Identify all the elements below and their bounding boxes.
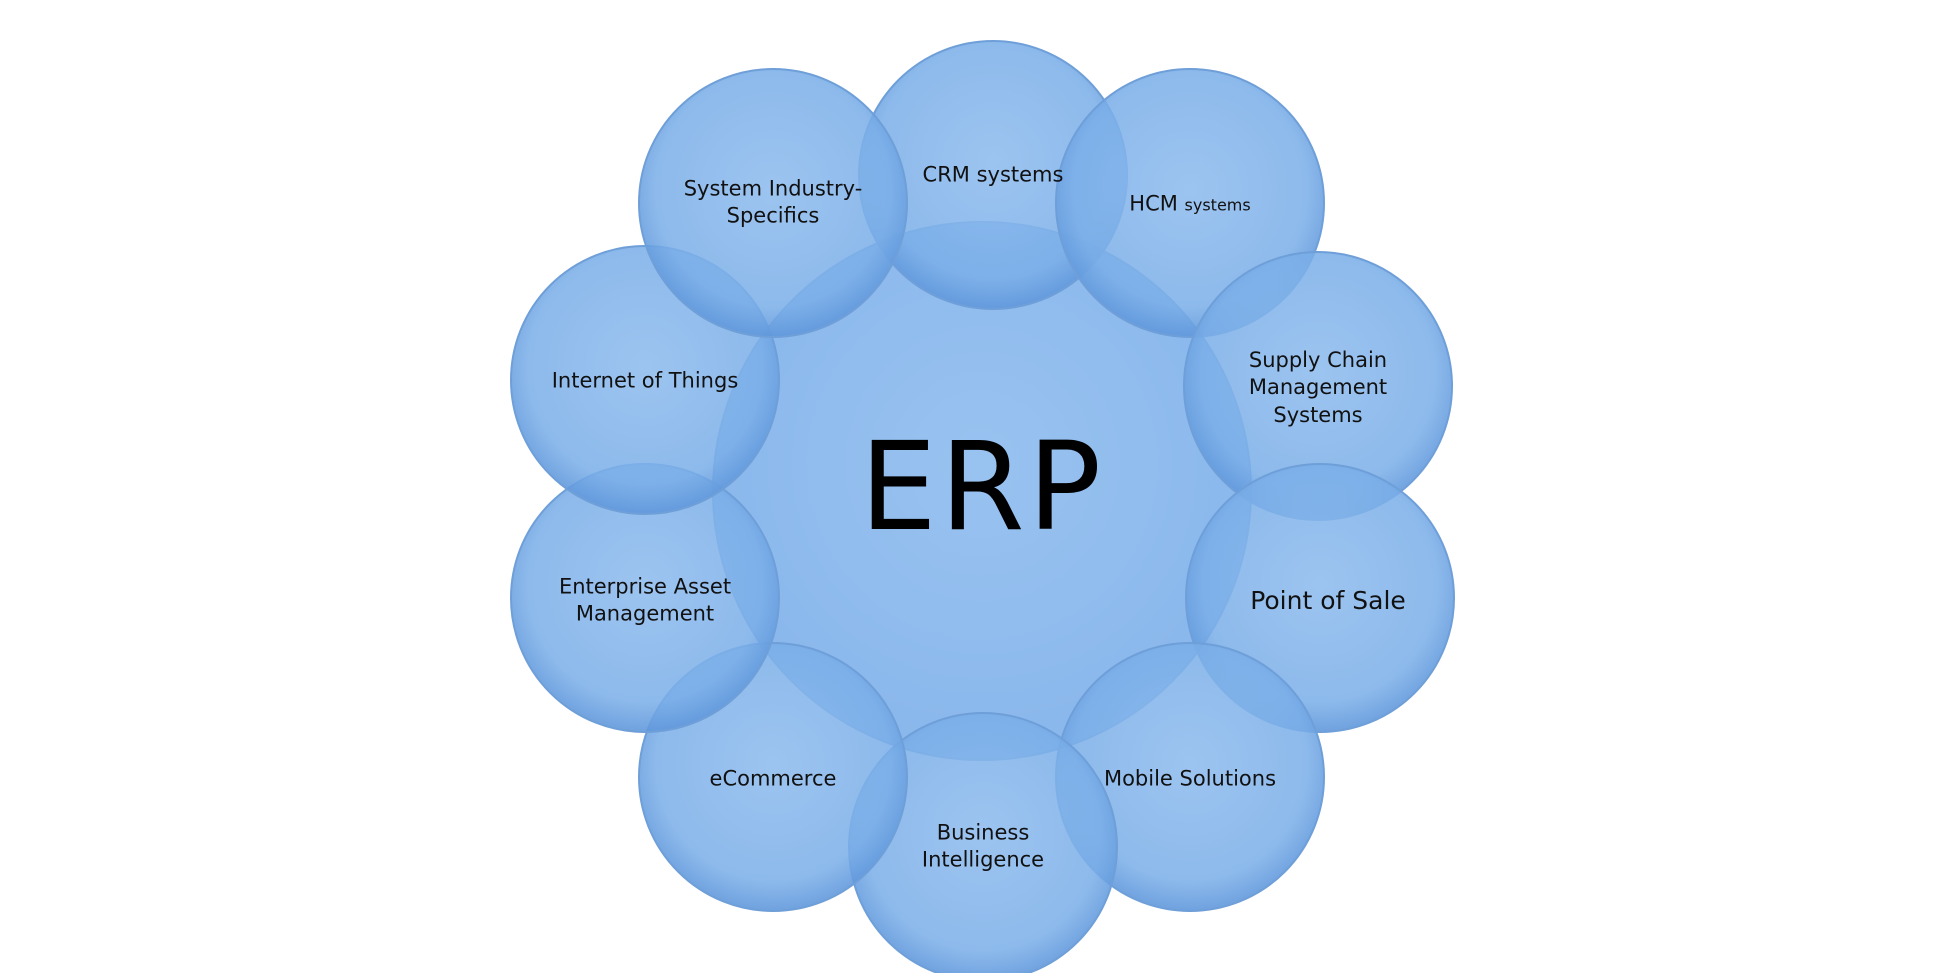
eam-label: Enterprise Asset Management xyxy=(559,574,731,629)
crm-label: CRM systems xyxy=(922,162,1064,187)
industry-label-line: Specifics xyxy=(726,204,820,228)
bi-label-line: Business xyxy=(936,820,1030,845)
scm-label-line: Management xyxy=(1248,375,1388,400)
erp-label: ERP xyxy=(859,416,1105,558)
pos-label: Point of Sale xyxy=(1250,585,1406,615)
industry-circle xyxy=(638,68,908,338)
scm-label-line: Supply Chain xyxy=(1248,348,1388,373)
eam-label-line: Enterprise Asset xyxy=(558,574,732,599)
hcm-label: HCM systems xyxy=(1129,190,1250,217)
hcm-label-suffix: systems xyxy=(1184,195,1251,215)
industry-label-line: System Industry- xyxy=(683,176,863,201)
ecommerce-label: eCommerce xyxy=(709,766,837,791)
eam-label-line: Management xyxy=(575,602,715,626)
mobile-label: Mobile Solutions xyxy=(1103,766,1277,791)
industry-label: System Industry- Specifics xyxy=(684,176,863,231)
scm-label: Supply Chain Management Systems xyxy=(1249,347,1387,429)
bi-label: Business Intelligence xyxy=(922,820,1044,875)
bi-label-line: Intelligence xyxy=(921,848,1045,872)
iot-label: Internet of Things xyxy=(551,368,739,393)
hcm-label-main: HCM xyxy=(1129,191,1178,216)
scm-label-line: Systems xyxy=(1273,402,1363,427)
